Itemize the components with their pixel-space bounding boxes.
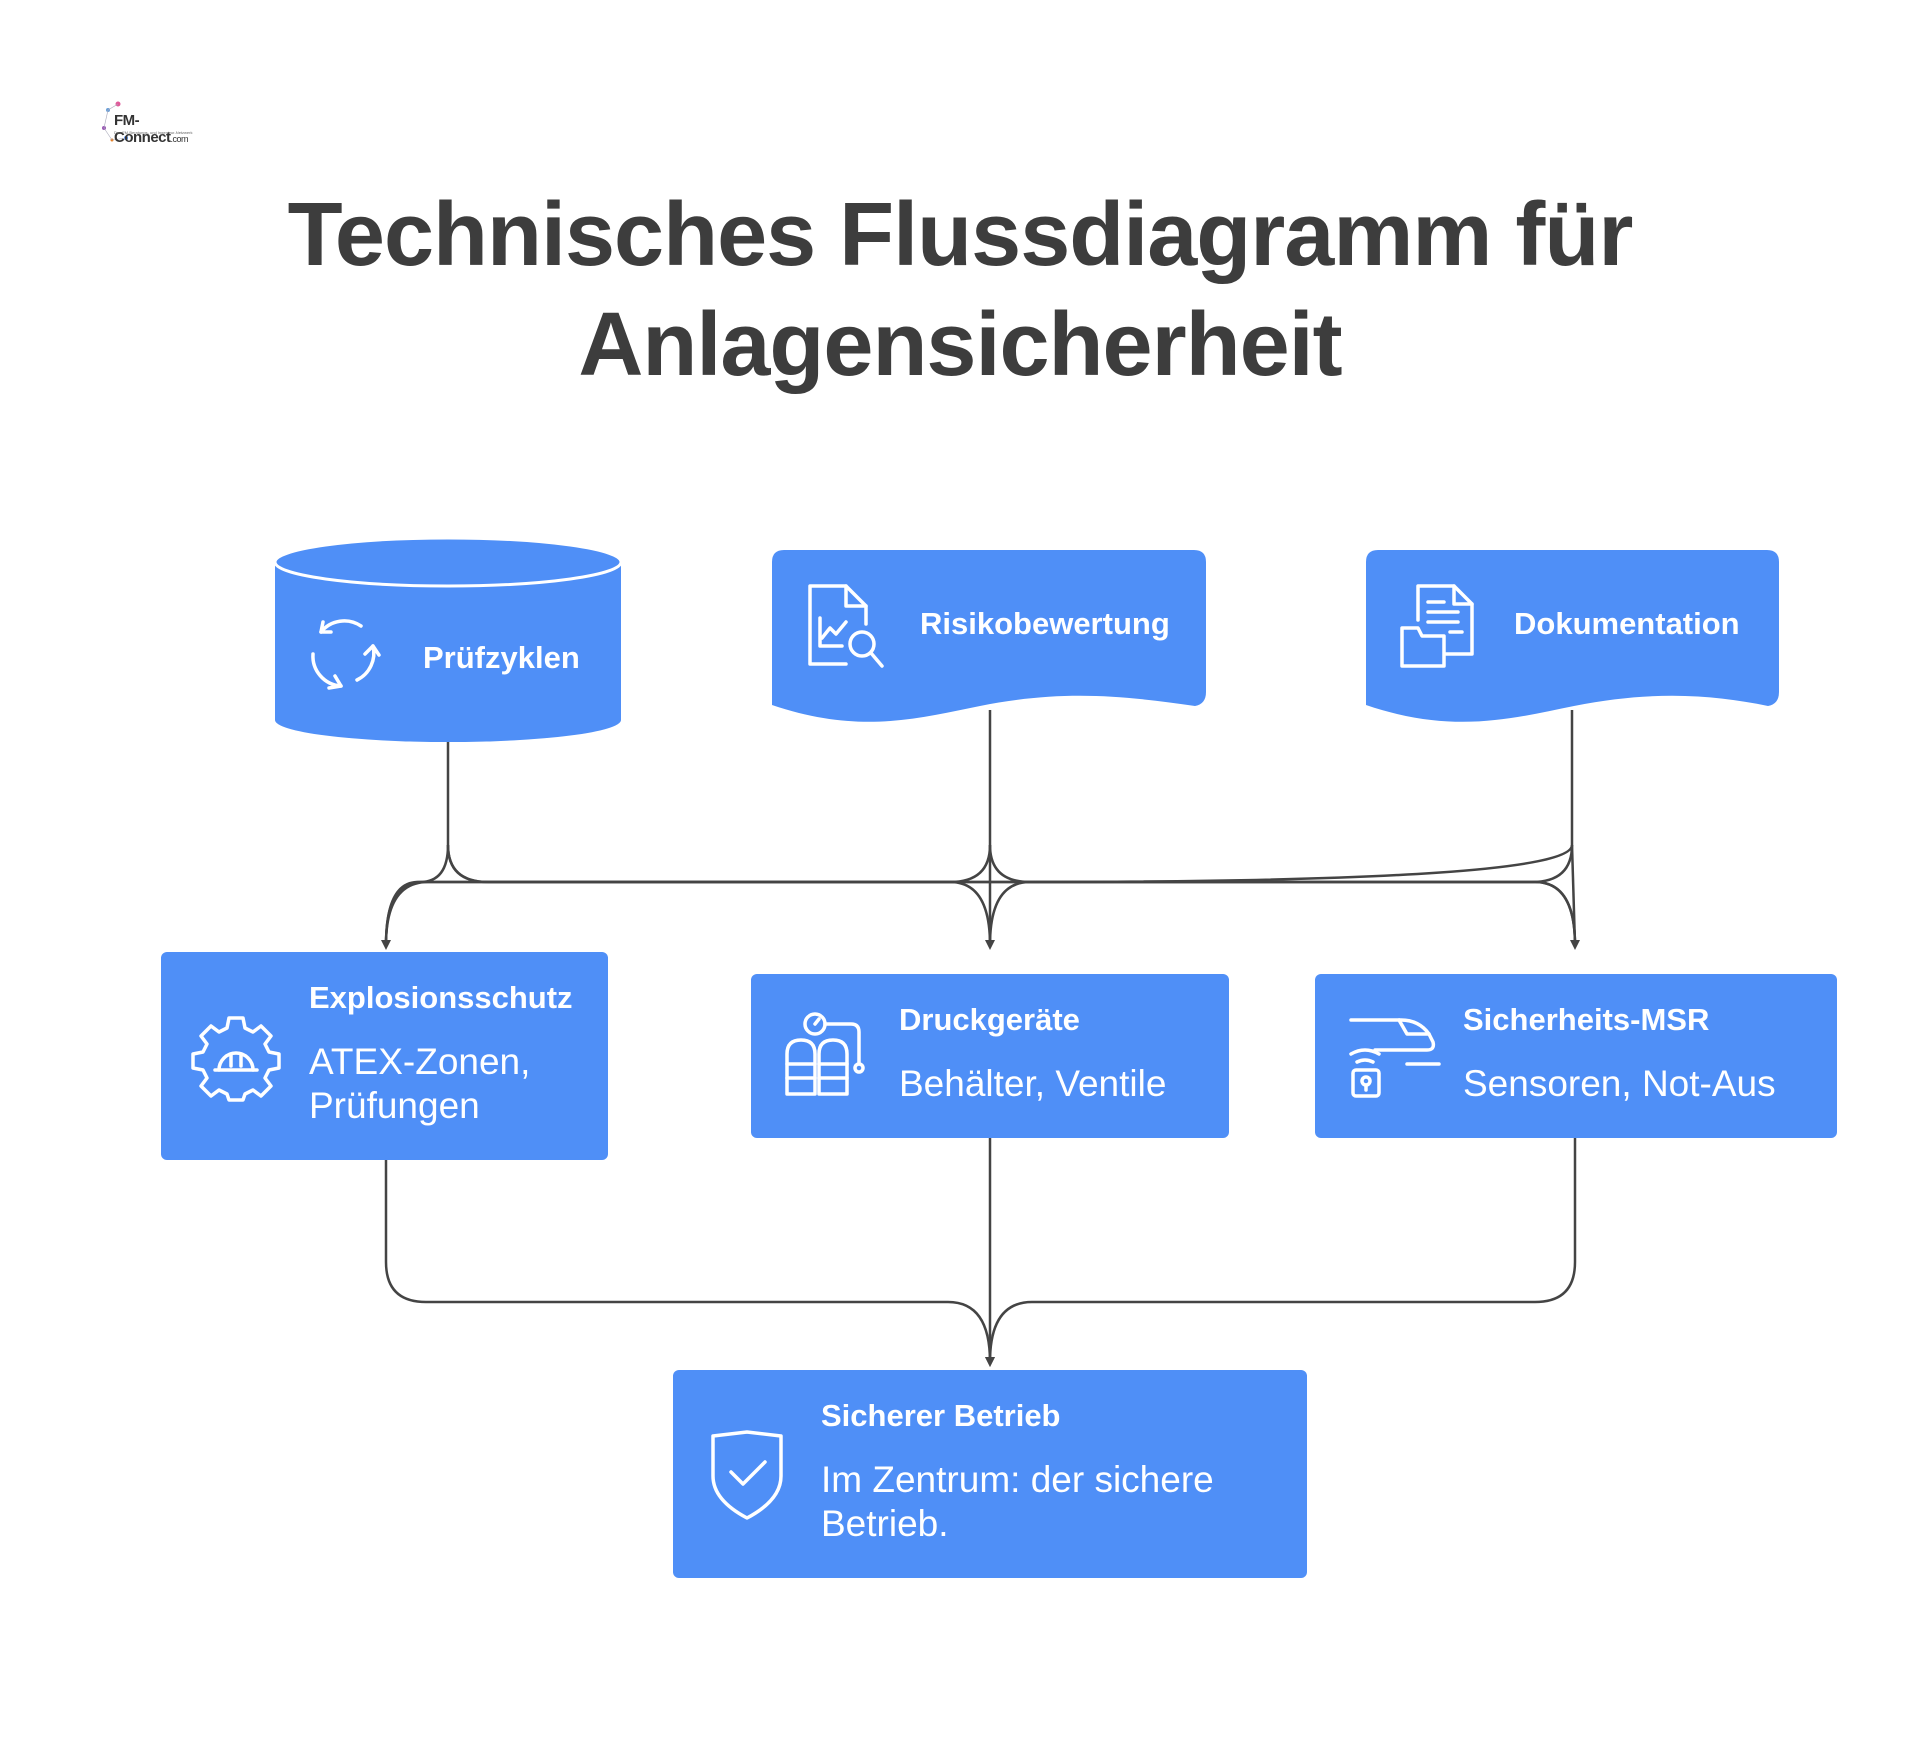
risikobewertung-shape xyxy=(772,550,1206,722)
sicherer-betrieb-desc: Im Zentrum: der sichere Betrieb. xyxy=(821,1459,1214,1544)
document-analysis-icon xyxy=(802,580,892,672)
logo-network-icon xyxy=(102,101,128,142)
gas-cylinders-gauge-icon xyxy=(781,1010,871,1102)
druckgeraete-desc: Behälter, Ventile xyxy=(899,1063,1167,1104)
node-sicherer-betrieb: Sicherer Betrieb Im Zentrum: der sichere… xyxy=(673,1370,1307,1578)
dokumentation-label: Dokumentation xyxy=(1514,606,1740,641)
node-dokumentation: Dokumentation xyxy=(1366,550,1779,710)
sensor-lock-icon xyxy=(1345,1014,1441,1100)
node-druckgeraete: Druckgeräte Behälter, Ventile xyxy=(751,974,1229,1138)
fm-connect-logo: FM-Connect.com Das FM-Beratungs- und Ing… xyxy=(98,98,208,146)
sicherheits-msr-label: Sicherheits-MSR xyxy=(1463,1002,1710,1037)
sicherer-betrieb-box xyxy=(673,1370,1307,1578)
logo-domain: .com xyxy=(170,134,189,144)
title-line-2: Anlagensicherheit xyxy=(578,295,1342,395)
risikobewertung-label: Risikobewertung xyxy=(920,606,1170,641)
node-risikobewertung: Risikobewertung xyxy=(772,550,1206,710)
logo-brand: FM-Connect xyxy=(114,112,171,146)
explosionsschutz-desc: ATEX-Zonen, Prüfungen xyxy=(309,1041,531,1126)
explosionsschutz-box xyxy=(161,952,608,1160)
documents-folder-icon xyxy=(1396,580,1480,672)
connectors-top xyxy=(381,710,1580,950)
node-pruefzyklen: Prüfzyklen xyxy=(275,540,621,745)
explosionsschutz-label: Explosionsschutz xyxy=(309,980,573,1015)
pruefzyklen-shape xyxy=(273,536,623,742)
node-explosionsschutz: Explosionsschutz ATEX-Zonen, Prüfungen xyxy=(161,952,608,1160)
pruefzyklen-label: Prüfzyklen xyxy=(423,640,580,675)
druckgeraete-label: Druckgeräte xyxy=(899,1002,1080,1037)
sicherheits-msr-desc: Sensoren, Not-Aus xyxy=(1463,1063,1776,1104)
page-title: Technisches Flussdiagramm für Anlagensic… xyxy=(0,180,1920,400)
title-line-1: Technisches Flussdiagramm für xyxy=(287,185,1634,285)
node-sicherheits-msr: Sicherheits-MSR Sensoren, Not-Aus xyxy=(1315,974,1837,1138)
sicherer-betrieb-label: Sicherer Betrieb xyxy=(821,1398,1061,1433)
connectors-bottom xyxy=(384,1138,1577,1367)
logo-tagline: Das FM-Beratungs- und Ingenieur-Netzwerk xyxy=(114,130,193,135)
gear-helmet-icon xyxy=(191,1012,281,1102)
shield-check-icon xyxy=(707,1428,787,1522)
dokumentation-shape xyxy=(1366,550,1779,722)
sicherheits-msr-box xyxy=(1315,974,1837,1138)
cycle-arrows-icon xyxy=(301,610,385,694)
druckgeraete-box xyxy=(751,974,1229,1138)
